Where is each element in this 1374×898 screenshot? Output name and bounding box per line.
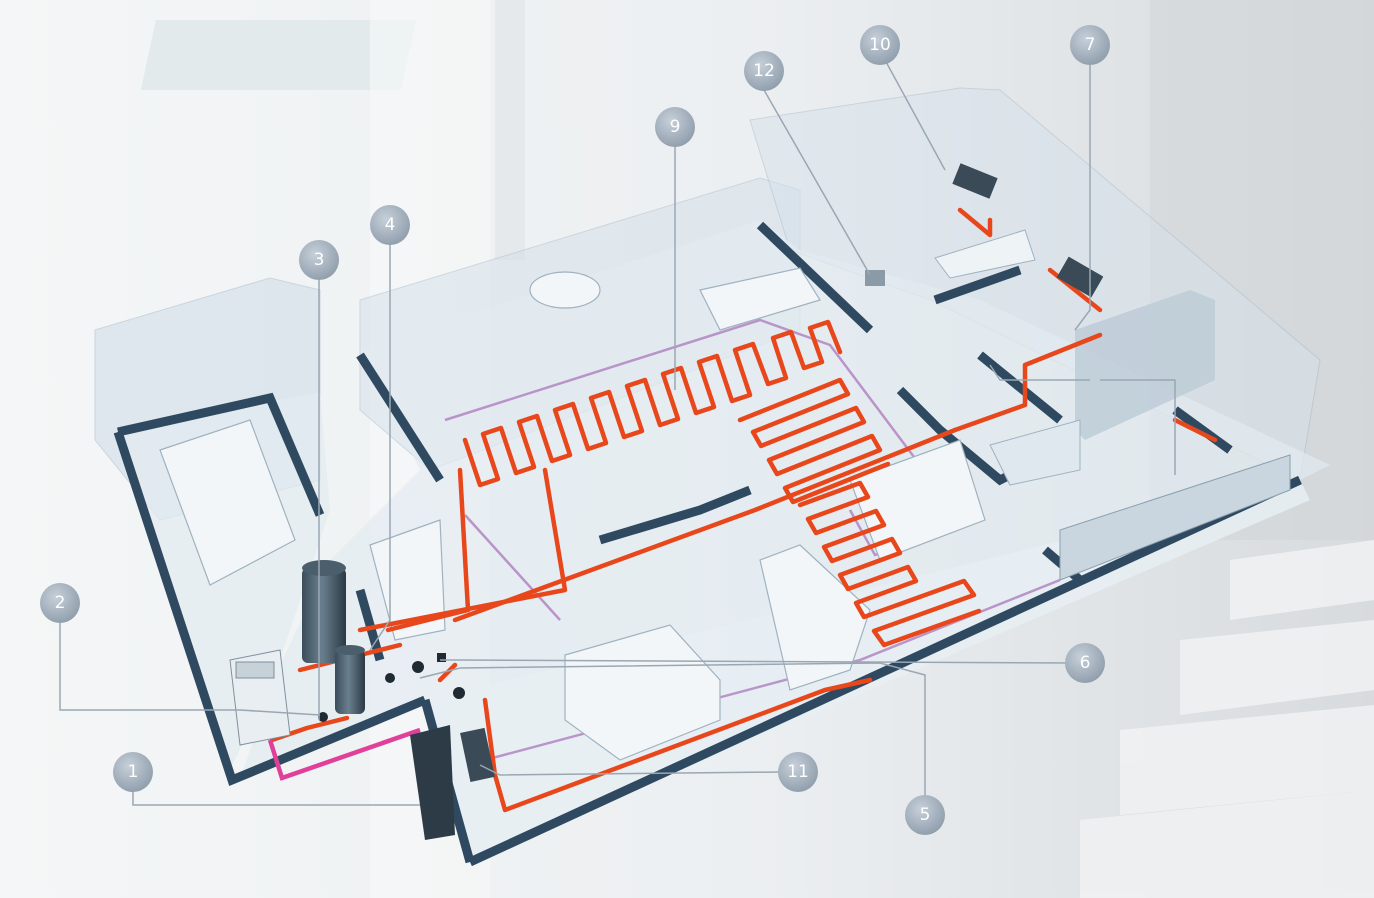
- callout-7: 7: [1070, 25, 1110, 65]
- callout-12-label: 12: [753, 61, 775, 81]
- radiators: [460, 163, 1104, 782]
- callout-3-label: 3: [314, 250, 325, 270]
- house-floor-plan: [94, 87, 1330, 867]
- callout-9: 9: [655, 107, 695, 147]
- callout-4-label: 4: [385, 215, 396, 235]
- callout-4: 4: [370, 205, 410, 245]
- callout-10: 10: [860, 25, 900, 65]
- callout-3: 3: [299, 240, 339, 280]
- callout-6-label: 6: [1080, 653, 1091, 673]
- callout-5: 5: [905, 795, 945, 835]
- callout-2-label: 2: [55, 593, 66, 613]
- callout-9-label: 9: [670, 117, 681, 137]
- refrigerant-line: [267, 727, 421, 781]
- callout-12: 12: [744, 51, 784, 91]
- callout-10-label: 10: [869, 35, 891, 55]
- callout-5-label: 5: [920, 805, 931, 825]
- callout-1-label: 1: [128, 762, 139, 782]
- heat-pump-equipment: [229, 560, 465, 840]
- callout-2: 2: [40, 583, 80, 623]
- callout-6: 6: [1065, 643, 1105, 683]
- callout-11-label: 11: [787, 762, 809, 782]
- callout-7-label: 7: [1085, 35, 1096, 55]
- callout-1: 1: [113, 752, 153, 792]
- callout-leader-lines: [59, 59, 1176, 806]
- callout-bubbles: 1 2 3 4 5 6 7 9: [40, 25, 1110, 835]
- callout-11: 11: [778, 752, 818, 792]
